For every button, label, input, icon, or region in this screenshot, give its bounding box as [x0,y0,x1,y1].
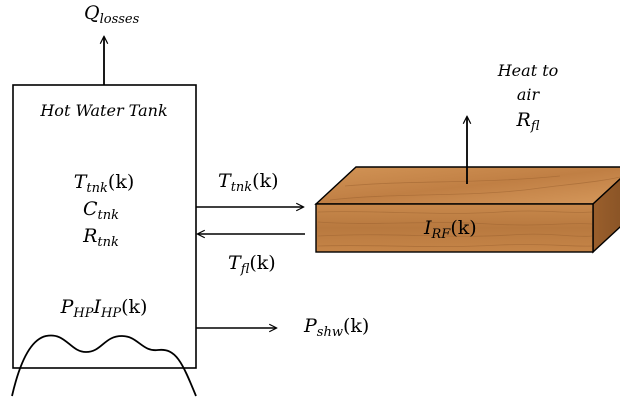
heat-pump-coil [11,334,197,397]
flow-out-label: Ttnk(k) [218,170,279,195]
losses-label: Qlosses [84,2,140,27]
heat-to-air-line2: air [516,85,540,104]
tank-outline [12,84,197,369]
tank-resistance-label: Rtnk [83,225,119,250]
heat-pump-label: PHPIHP(k) [60,296,148,321]
flow-in-label: Tfl(k) [228,252,276,277]
slab-top-face [314,166,620,205]
floor-resistance-label: Rfl [516,109,540,134]
shower-demand-label: Pshw(k) [304,315,370,340]
tank-title: Hot Water Tank [40,101,168,120]
radiant-floor-slab [314,166,620,254]
tank-temperature-label: Ttnk(k) [73,171,135,196]
heat-to-air-line1: Heat to [497,61,559,80]
tank-capacitance-label: Ctnk [82,198,120,223]
floor-input-label: IRF(k) [424,217,477,242]
wood-grain [317,175,620,247]
